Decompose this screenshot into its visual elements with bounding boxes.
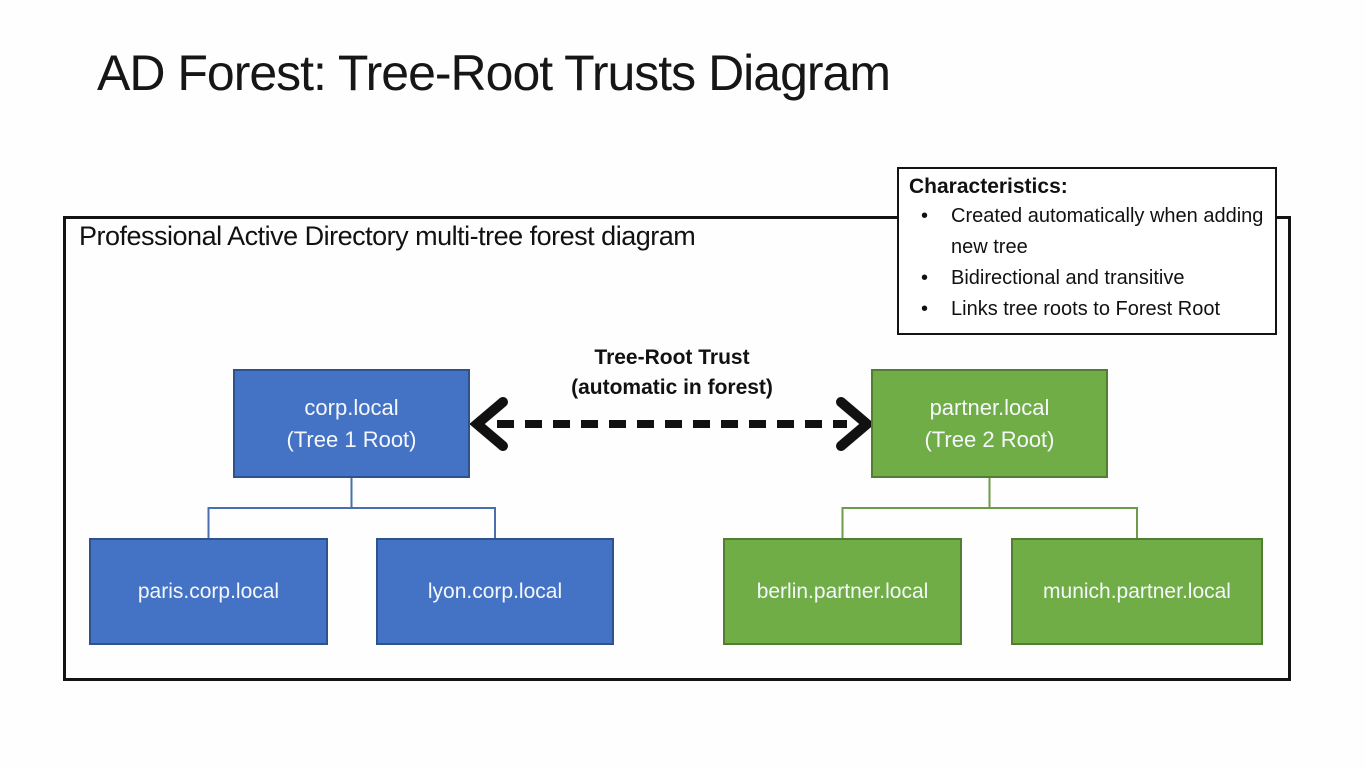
tree2-child-node: munich.partner.local — [1011, 538, 1263, 645]
characteristics-heading: Characteristics: — [909, 175, 1068, 198]
tree2-root-role: (Tree 2 Root) — [924, 426, 1055, 452]
tree2-child-node: berlin.partner.local — [723, 538, 962, 645]
tree1-connector — [207, 478, 496, 538]
characteristics-item: Bidirectional and transitive — [909, 263, 1267, 294]
frame-caption: Professional Active Directory multi-tree… — [79, 221, 696, 251]
tree1-root-role: (Tree 1 Root) — [286, 426, 417, 452]
characteristics-list: Created automatically when adding new tr… — [909, 201, 1267, 325]
characteristics-item: Links tree roots to Forest Root — [909, 294, 1267, 325]
tree2-connector — [841, 478, 1138, 538]
tree1-child-node: paris.corp.local — [89, 538, 328, 645]
tree2-root-name: partner.local — [929, 394, 1050, 420]
tree2-child-name: berlin.partner.local — [756, 579, 929, 603]
tree2-child-name: munich.partner.local — [1043, 579, 1231, 603]
page-title: AD Forest: Tree-Root Trusts Diagram — [97, 45, 891, 101]
tree1-root-node: corp.local (Tree 1 Root) — [233, 369, 470, 478]
trust-arrow-right-head-icon — [836, 397, 875, 451]
forest-boundary-frame — [63, 216, 1291, 681]
tree2-root-node: partner.local (Tree 2 Root) — [871, 369, 1108, 478]
trust-arrow-left-head-icon — [469, 397, 508, 451]
characteristics-callout: Characteristics: Created automatically w… — [897, 167, 1277, 335]
trust-label-line1: Tree-Root Trust — [594, 346, 750, 369]
trust-label: Tree-Root Trust (automatic in forest) — [571, 343, 773, 403]
tree1-child-node: lyon.corp.local — [376, 538, 614, 645]
tree1-child-name: paris.corp.local — [137, 579, 280, 603]
trust-label-line2: (automatic in forest) — [571, 376, 773, 399]
characteristics-item: Created automatically when adding new tr… — [909, 201, 1267, 263]
tree1-child-name: lyon.corp.local — [427, 579, 563, 603]
tree1-root-name: corp.local — [304, 394, 399, 420]
